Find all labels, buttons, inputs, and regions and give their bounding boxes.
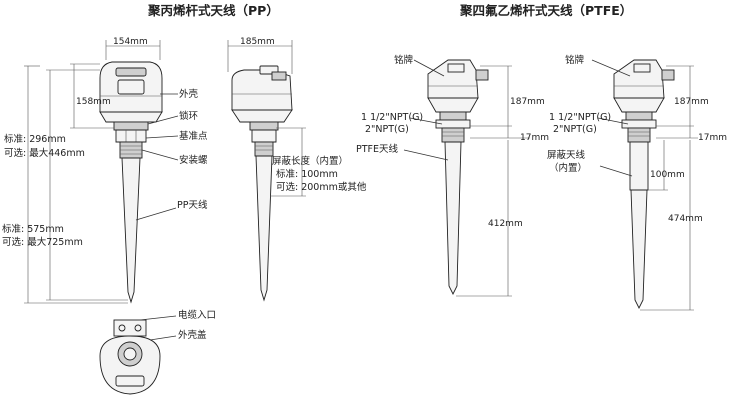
pp-front-view: 154mm 158mm 标准: 296mm 可选: 最大4 xyxy=(2,37,208,304)
pp-reference-label: 基准点 xyxy=(179,130,208,142)
ptfe-right-shield-label2: （内置） xyxy=(549,162,587,174)
pp-total-std: 标准: 296mm xyxy=(4,133,66,145)
pp-side-width-dim: 185mm xyxy=(240,37,275,47)
pp-screw-label: 安装螺 xyxy=(179,154,208,166)
pp-title: 聚丙烯杆式天线（PP） xyxy=(147,3,279,18)
pp-shield-opt: 可选: 200mm或其他 xyxy=(276,181,367,193)
pp-top-view: 电缆入口 外壳盖 xyxy=(99,309,216,395)
ptfe-left-length-dim: 412mm xyxy=(488,219,523,229)
pp-shield-title: 屏蔽长度（内置） xyxy=(272,155,348,167)
ptfe-right-antenna xyxy=(630,189,648,310)
ptfe-right-thread2: 2"NPT(G) xyxy=(553,124,597,135)
ptfe-right-shield-label1: 屏蔽天线 xyxy=(547,149,586,161)
ptfe-right-head-dim: 187mm xyxy=(674,97,709,107)
pp-cover-label: 外壳盖 xyxy=(178,329,207,341)
ptfe-right-length-dim: 474mm xyxy=(668,214,703,224)
ptfe-right-view: 铭牌 1 1/2"NPT(G) 2"NPT(G) 屏蔽天线 （内置） 187mm… xyxy=(547,54,727,311)
ptfe-right-nameplate: 铭牌 xyxy=(565,54,585,66)
ptfe-right-thread1: 1 1/2"NPT(G) xyxy=(549,112,611,123)
pp-head-dim: 158mm xyxy=(76,97,111,107)
ptfe-left-antenna xyxy=(444,141,462,296)
ptfe-left-flange-dim: 17mm xyxy=(520,133,549,143)
ptfe-left-nameplate: 铭牌 xyxy=(394,54,414,66)
ptfe-right-flange-dim: 17mm xyxy=(698,133,727,143)
ptfe-left-thread2: 2"NPT(G) xyxy=(365,124,409,135)
pp-side-view: 185mm 屏蔽长度（内置） 标准: 100mm 可选: 200mm或其他 xyxy=(227,37,367,302)
pp-side-antenna xyxy=(255,155,273,302)
pp-overall-std: 标准: 575mm xyxy=(2,223,64,235)
ptfe-left-head-dim: 187mm xyxy=(510,97,545,107)
pp-antenna-label: PP天线 xyxy=(177,199,208,211)
ptfe-left-antenna-label: PTFE天线 xyxy=(356,143,398,155)
ptfe-left-view: 铭牌 1 1/2"NPT(G) 2"NPT(G) PTFE天线 187mm 17… xyxy=(356,54,549,297)
ptfe-right-shield xyxy=(629,141,649,191)
pp-cable-entry-label: 电缆入口 xyxy=(178,309,216,321)
ptfe-title: 聚四氟乙烯杆式天线（PTFE） xyxy=(459,3,632,18)
ptfe-left-thread1: 1 1/2"NPT(G) xyxy=(361,112,423,123)
pp-lock-ring xyxy=(113,121,149,131)
pp-antenna-rod xyxy=(121,157,141,304)
pp-overall-opt: 可选: 最大725mm xyxy=(2,236,83,248)
pp-lock-ring-label: 锁环 xyxy=(179,110,198,122)
pp-total-opt: 可选: 最大446mm xyxy=(4,147,85,159)
pp-width-dim: 154mm xyxy=(113,37,148,47)
pp-housing-label: 外壳 xyxy=(179,88,199,100)
pp-shield-std: 标准: 100mm xyxy=(276,168,338,180)
ptfe-right-shield-dim: 100mm xyxy=(650,170,685,180)
